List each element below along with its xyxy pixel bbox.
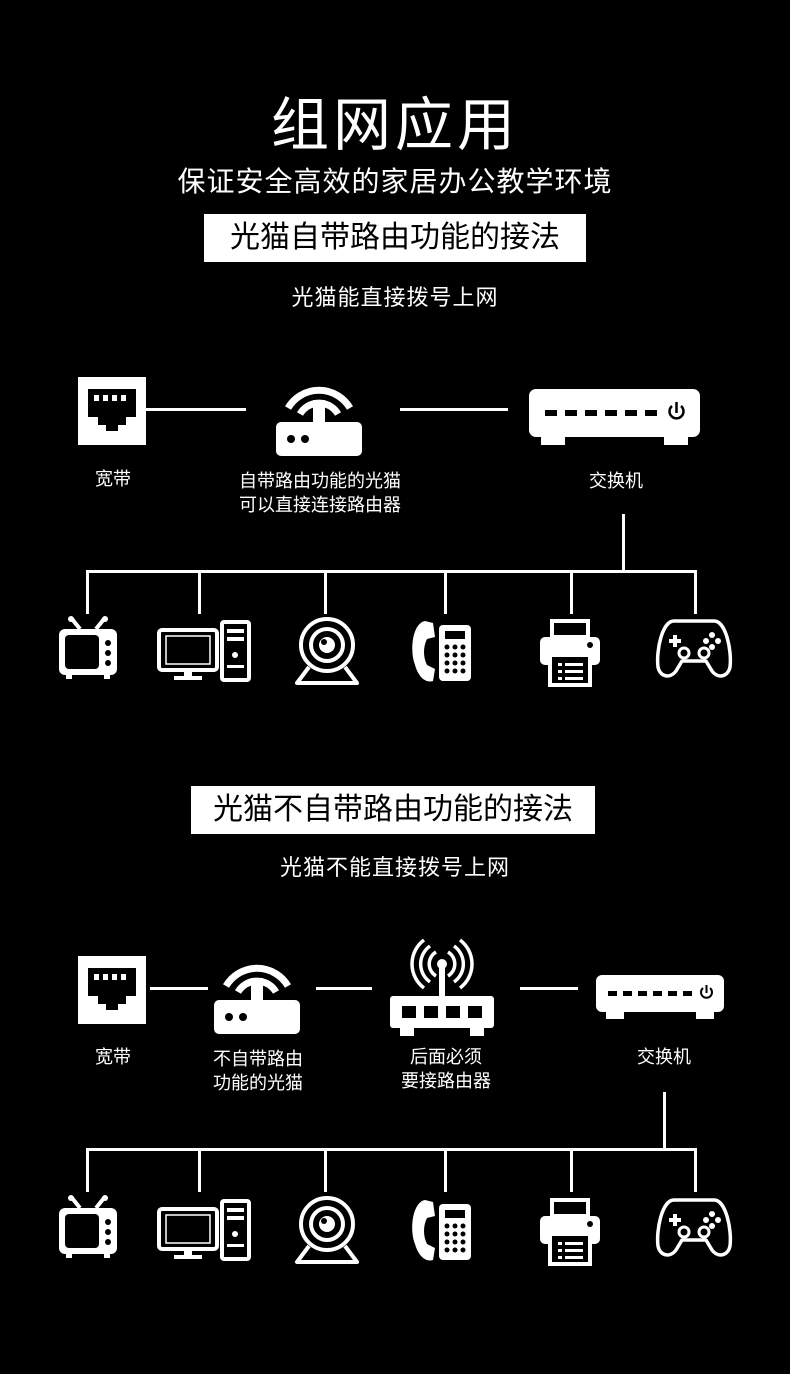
section2-router-label-line2: 要接路由器 [401,1071,491,1092]
ethernet-port-icon [78,956,146,1024]
section1-broadband-label: 宽带 [95,469,131,490]
desktop-computer-icon [157,620,251,682]
webcam-icon [295,1196,359,1264]
section2-router-label: 后面必须 要接路由器 [376,1046,516,1094]
ethernet-port-icon [78,377,146,445]
telephone-icon [412,1200,471,1261]
switch-icon [529,389,700,445]
switch-icon [596,975,724,1019]
page-subtitle: 保证安全高效的家居办公教学环境 [177,165,613,198]
printer-icon [540,1198,600,1266]
section1-modem-label-line1: 自带路由功能的光猫 [239,471,401,492]
modem-icon [214,964,300,1034]
wifi-router-icon [390,938,494,1036]
section2-modem-label: 不自带路由 功能的光猫 [192,1048,324,1096]
tv-icon [59,616,117,679]
desktop-computer-icon [157,1199,251,1261]
section1-devices [0,616,790,689]
webcam-icon [295,617,359,685]
section2-devices [0,1195,790,1268]
tv-icon [59,1195,117,1258]
printer-icon [540,619,600,687]
section2-heading: 光猫不自带路由功能的接法 [191,786,595,834]
section1-modem-label-line2: 可以直接连接路由器 [239,495,401,516]
page-title: 组网应用 [270,91,519,159]
section2-modem-label-line2: 功能的光猫 [213,1073,303,1094]
section1-switch-label: 交换机 [589,471,643,492]
section2-switch-label: 交换机 [637,1047,691,1068]
section2-broadband-label: 宽带 [95,1047,131,1068]
section1-note: 光猫能直接拨号上网 [291,286,499,311]
section1-modem-label: 自带路由功能的光猫 可以直接连接路由器 [210,470,430,518]
modem-icon [276,386,362,456]
gamepad-icon [655,1198,733,1257]
section2-router-label-line1: 后面必须 [410,1047,482,1068]
section2-modem-label-line1: 不自带路由 [213,1049,303,1070]
section1-heading: 光猫自带路由功能的接法 [204,214,586,262]
gamepad-icon [655,619,733,678]
section2-note: 光猫不能直接拨号上网 [279,856,510,881]
telephone-icon [412,621,471,682]
